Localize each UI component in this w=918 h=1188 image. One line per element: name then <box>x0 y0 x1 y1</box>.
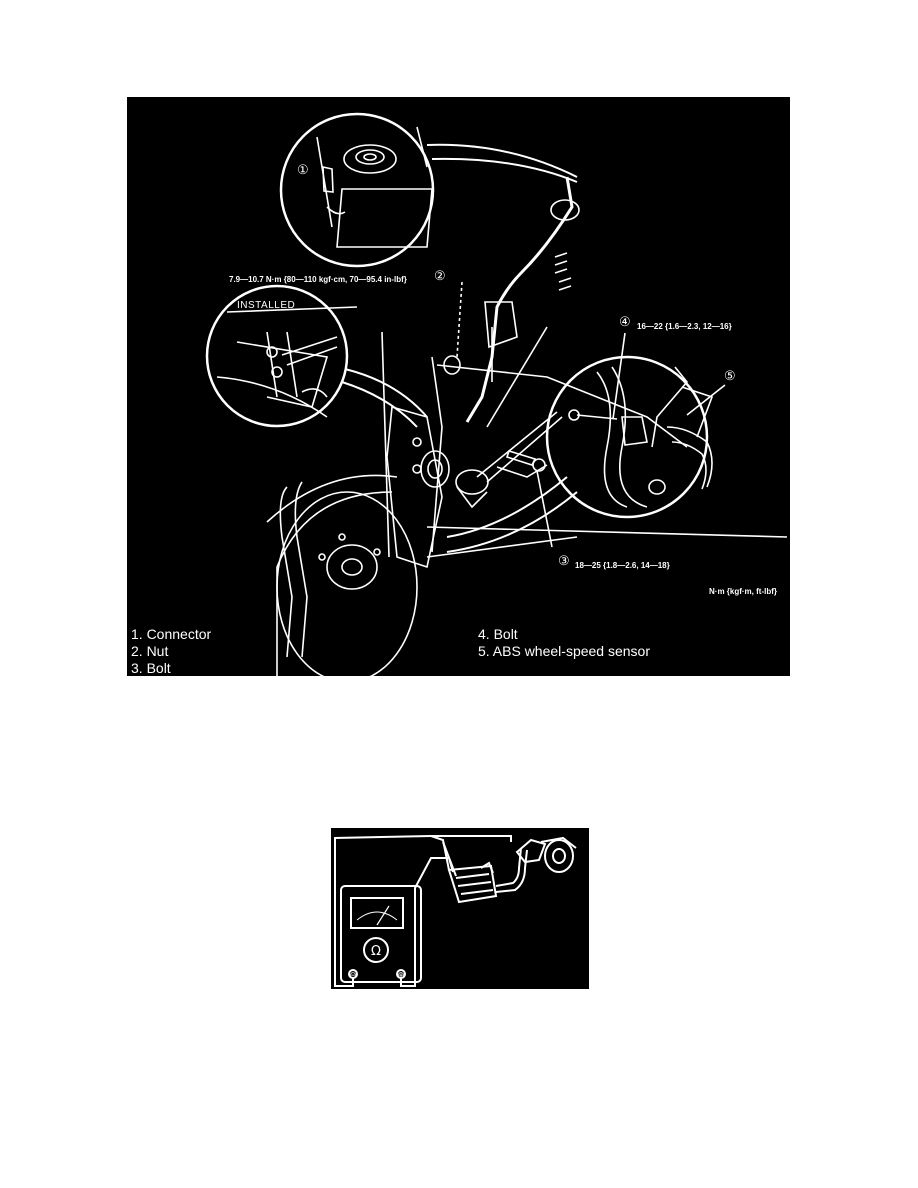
torque-spec-bolt-4: 16—22 {1.6—2.3, 12—16} <box>637 322 732 331</box>
installed-label: INSTALLED <box>237 300 296 311</box>
callout-2: ② <box>434 268 446 283</box>
negative-terminal-icon: ⊖ <box>349 971 357 981</box>
positive-terminal-icon: ⊕ <box>397 971 405 981</box>
callout-5: ⑤ <box>724 368 736 383</box>
torque-spec-bolt-3: 18—25 {1.8—2.6, 14—18} <box>575 561 670 570</box>
ohmmeter-illustration: Ω ⊖ ⊕ <box>334 835 577 987</box>
installation-illustration <box>205 112 788 676</box>
torque-spec-nut: 7.9—10.7 N·m {80—110 kgf·cm, 70—95.4 in-… <box>229 275 407 284</box>
legend-item-4: 4. Bolt <box>478 626 518 642</box>
callout-3: ③ <box>558 553 570 568</box>
callout-4: ④ <box>619 314 631 329</box>
sensor-installation-figure: ① INSTALLED 7.9—10.7 N·m {80—110 kgf·cm,… <box>127 97 790 676</box>
legend-item-5: 5. ABS wheel-speed sensor <box>478 643 650 659</box>
callout-1: ① <box>297 162 309 177</box>
torque-units: N·m {kgf·m, ft-lbf} <box>709 587 777 596</box>
ohm-symbol: Ω <box>371 944 381 959</box>
legend-item-2: 2. Nut <box>131 643 169 659</box>
legend-item-1: 1. Connector <box>131 626 212 642</box>
legend-item-3: 3. Bolt <box>131 660 171 676</box>
ohmmeter-check-figure: Ω ⊖ ⊕ <box>331 828 589 989</box>
